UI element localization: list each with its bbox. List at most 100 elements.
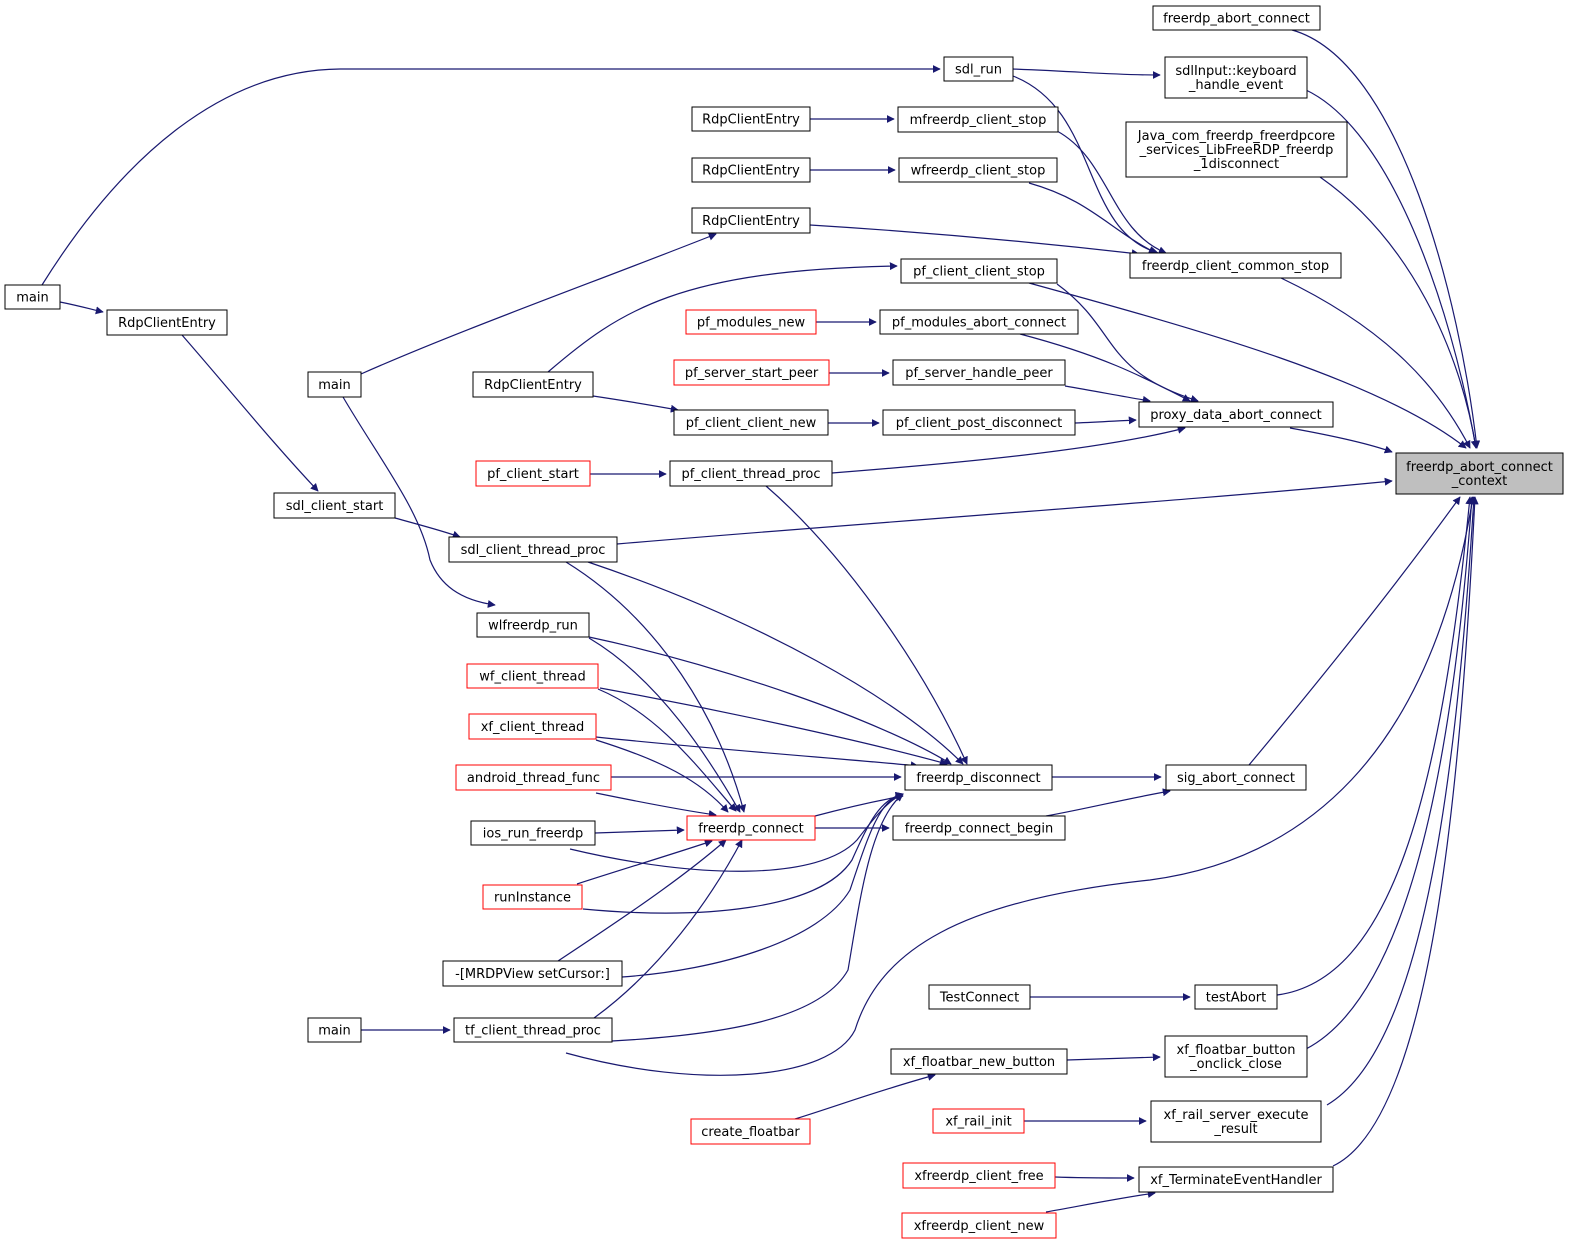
function-node[interactable]: xf_rail_init xyxy=(932,1108,1025,1134)
node-box xyxy=(901,1212,1057,1239)
function-node[interactable]: RdpClientEntry xyxy=(106,309,228,336)
function-node[interactable]: freerdp_client_common_stop xyxy=(1129,252,1342,279)
function-node[interactable]: mfreerdp_client_stop xyxy=(897,106,1059,133)
function-node[interactable]: pf_client_client_new xyxy=(673,409,829,436)
function-node[interactable]: RdpClientEntry xyxy=(691,157,811,183)
node-box xyxy=(476,612,590,638)
node-box xyxy=(897,106,1059,133)
call-edge xyxy=(794,1073,936,1120)
node-label: pf_server_start_peer xyxy=(685,366,819,381)
node-box xyxy=(273,492,396,519)
function-node[interactable]: xf_rail_server_execute_result xyxy=(1150,1100,1322,1143)
function-node[interactable]: sdlInput::keyboard_handle_event xyxy=(1164,56,1308,99)
node-label: wf_client_thread xyxy=(479,670,586,685)
function-node[interactable]: main xyxy=(307,371,362,398)
function-node[interactable]: sdl_client_start xyxy=(273,492,396,519)
function-node[interactable]: pf_client_thread_proc xyxy=(669,460,833,487)
node-box xyxy=(1138,401,1334,428)
function-node[interactable]: tf_client_thread_proc xyxy=(453,1017,613,1043)
function-node[interactable]: xfreerdp_client_free xyxy=(902,1162,1056,1189)
function-node[interactable]: main xyxy=(307,1017,362,1043)
node-label: RdpClientEntry xyxy=(702,113,800,128)
node-box xyxy=(691,157,811,183)
call-edge xyxy=(1045,1190,1156,1213)
call-edge xyxy=(582,791,904,914)
function-node[interactable]: freerdp_abort_connect xyxy=(1152,5,1321,31)
function-node[interactable]: pf_client_client_stop xyxy=(900,258,1058,284)
node-label: freerdp_abort_connect xyxy=(1406,460,1553,475)
node-label: freerdp_connect_begin xyxy=(905,822,1053,837)
call-edge xyxy=(616,477,1393,545)
function-node[interactable]: xf_TerminateEventHandler xyxy=(1138,1166,1334,1193)
function-node[interactable]: pf_modules_abort_connect xyxy=(879,309,1079,335)
node-label: -[MRDPView setCursor:] xyxy=(455,967,610,982)
node-label: pf_modules_abort_connect xyxy=(892,316,1066,331)
call-edge xyxy=(565,496,1476,1076)
call-edge xyxy=(1064,385,1151,404)
call-edge xyxy=(360,232,717,375)
node-box xyxy=(1138,1166,1334,1193)
node-box xyxy=(691,207,811,234)
node-box xyxy=(482,884,583,910)
function-node[interactable]: RdpClientEntry xyxy=(691,106,811,132)
function-node[interactable]: -[MRDPView setCursor:] xyxy=(442,960,623,987)
function-node[interactable]: TestConnect xyxy=(928,984,1031,1010)
node-box xyxy=(448,536,618,563)
node-label: RdpClientEntry xyxy=(484,378,582,393)
node-box xyxy=(466,663,599,689)
function-node[interactable]: freerdp_disconnect xyxy=(904,764,1053,791)
node-label: _1disconnect xyxy=(1193,157,1279,172)
function-node[interactable]: pf_modules_new xyxy=(685,309,817,335)
call-edge xyxy=(547,262,898,373)
function-node[interactable]: xfreerdp_client_new xyxy=(901,1212,1057,1239)
call-edge xyxy=(1305,89,1479,449)
function-node[interactable]: ios_run_freerdp xyxy=(470,820,596,846)
function-node[interactable]: pf_server_start_peer xyxy=(673,359,830,386)
call-edge xyxy=(621,791,904,978)
function-node[interactable]: sdl_client_thread_proc xyxy=(448,536,618,563)
node-label: sdl_run xyxy=(955,63,1002,78)
call-edge xyxy=(1012,68,1161,79)
function-node[interactable]: runInstance xyxy=(482,884,583,910)
function-node[interactable]: pf_server_handle_peer xyxy=(892,359,1066,386)
node-label: pf_client_post_disconnect xyxy=(896,416,1063,431)
function-node[interactable]: xf_floatbar_new_button xyxy=(890,1048,1068,1075)
function-node[interactable]: Java_com_freerdp_freerdpcore_services_Li… xyxy=(1125,121,1348,178)
node-box xyxy=(902,1162,1056,1189)
function-node[interactable]: RdpClientEntry xyxy=(472,371,594,398)
function-node[interactable]: wf_client_thread xyxy=(466,663,599,689)
function-node[interactable]: main xyxy=(4,284,61,310)
function-node[interactable]: android_thread_func xyxy=(455,764,612,791)
node-label: main xyxy=(16,291,48,306)
node-box xyxy=(4,284,61,310)
node-label: RdpClientEntry xyxy=(118,316,216,331)
function-node[interactable]: pf_client_start xyxy=(475,460,591,487)
function-node[interactable]: freerdp_connect_begin xyxy=(892,815,1066,841)
node-box xyxy=(673,359,830,386)
function-node[interactable]: pf_client_post_disconnect xyxy=(882,409,1076,436)
node-label: ios_run_freerdp xyxy=(483,827,583,842)
node-label: sdl_client_thread_proc xyxy=(461,543,606,558)
function-node[interactable]: proxy_data_abort_connect xyxy=(1138,401,1334,428)
node-label: xf_floatbar_new_button xyxy=(903,1055,1055,1070)
function-node[interactable]: xf_floatbar_button_onclick_close xyxy=(1164,1035,1308,1078)
node-label: _services_LibFreeRDP_freerdp xyxy=(1139,143,1334,158)
node-box xyxy=(686,815,816,841)
function-node[interactable]: freerdp_connect xyxy=(686,815,816,841)
function-node[interactable]: wlfreerdp_run xyxy=(476,612,590,638)
node-box xyxy=(1152,5,1321,31)
node-label: android_thread_func xyxy=(467,771,600,786)
node-box xyxy=(106,309,228,336)
function-node[interactable]: xf_client_thread xyxy=(468,713,597,740)
node-label: RdpClientEntry xyxy=(702,214,800,229)
call-edge xyxy=(765,485,968,765)
function-node[interactable]: testAbort xyxy=(1194,984,1278,1010)
function-node[interactable]: RdpClientEntry xyxy=(691,207,811,234)
function-node[interactable]: sig_abort_connect xyxy=(1165,764,1307,791)
call-edge xyxy=(594,826,685,835)
function-node[interactable]: sdl_run xyxy=(943,56,1014,82)
function-node[interactable]: wfreerdp_client_stop xyxy=(898,157,1058,183)
node-box xyxy=(691,106,811,132)
node-box xyxy=(690,1118,811,1145)
function-node[interactable]: create_floatbar xyxy=(690,1118,811,1145)
